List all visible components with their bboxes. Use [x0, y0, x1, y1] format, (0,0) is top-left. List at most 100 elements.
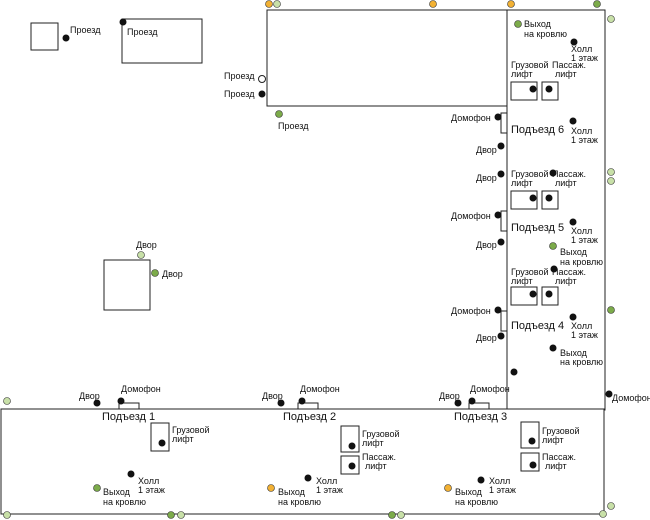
- freight-lift-label: Грузовой: [511, 169, 549, 179]
- intercom-marker[interactable]: [298, 397, 306, 405]
- hall-marker[interactable]: [127, 470, 135, 478]
- edge-marker-green[interactable]: [177, 511, 185, 519]
- edge-marker-green[interactable]: [167, 511, 175, 519]
- roof-exit-label: Выход: [103, 487, 131, 497]
- edge-marker-green[interactable]: [607, 306, 615, 314]
- passenger-lift-label: лифт: [555, 69, 577, 79]
- hall-label: Холл: [571, 226, 592, 236]
- door-notch: [500, 112, 508, 134]
- freight-lift-marker[interactable]: [528, 437, 536, 445]
- intercom-marker[interactable]: [468, 397, 476, 405]
- yard-marker[interactable]: [497, 142, 505, 150]
- intercom-marker[interactable]: [494, 306, 502, 314]
- passenger-lift-marker[interactable]: [348, 462, 356, 470]
- yard-marker[interactable]: [137, 251, 145, 259]
- freight-lift-box: [150, 422, 170, 452]
- edge-marker-green[interactable]: [388, 511, 396, 519]
- hall-marker[interactable]: [569, 117, 577, 125]
- passage-marker[interactable]: [62, 34, 70, 42]
- edge-marker-green[interactable]: [273, 0, 281, 8]
- passenger-lift-label: лифт: [555, 276, 577, 286]
- roof-exit-marker[interactable]: [549, 344, 557, 352]
- roof-exit-marker[interactable]: [267, 484, 275, 492]
- passenger-lift-marker[interactable]: [545, 290, 553, 298]
- passage-label: Проезд: [224, 89, 255, 99]
- edge-marker-green[interactable]: [599, 510, 607, 518]
- edge-marker-green[interactable]: [397, 511, 405, 519]
- door-notch: [500, 210, 508, 232]
- edge-marker-yellow[interactable]: [265, 0, 273, 8]
- yard-marker[interactable]: [454, 399, 462, 407]
- edge-marker-green[interactable]: [3, 511, 11, 519]
- hall-label: Холл: [571, 321, 592, 331]
- freight-lift-marker[interactable]: [158, 439, 166, 447]
- freight-lift-marker[interactable]: [529, 194, 537, 202]
- roof-exit-label: Выход: [560, 348, 588, 358]
- roof-exit-marker[interactable]: [444, 484, 452, 492]
- hall-label: Холл: [316, 476, 337, 486]
- hall-marker[interactable]: [550, 265, 558, 273]
- passage-marker[interactable]: [258, 90, 266, 98]
- yard-marker[interactable]: [151, 269, 159, 277]
- hall-label: Холл: [571, 44, 592, 54]
- freight-lift-marker[interactable]: [529, 290, 537, 298]
- passage-marker[interactable]: [119, 18, 127, 26]
- freight-lift-label: Грузовой: [362, 429, 400, 439]
- roof-exit-marker[interactable]: [93, 484, 101, 492]
- passage-box-small: [30, 22, 59, 51]
- hall-marker[interactable]: [477, 476, 485, 484]
- roof-exit-label: Выход: [524, 19, 552, 29]
- intercom-marker[interactable]: [494, 113, 502, 121]
- extra-marker[interactable]: [510, 368, 518, 376]
- markers-layer: [3, 0, 615, 519]
- hall-marker[interactable]: [569, 218, 577, 226]
- intercom-marker[interactable]: [494, 211, 502, 219]
- edge-marker-green[interactable]: [593, 0, 601, 8]
- intercom-label: Домофон: [612, 393, 650, 403]
- yard-marker[interactable]: [497, 332, 505, 340]
- freight-lift-label: Грузовой: [542, 426, 580, 436]
- edge-marker-yellow[interactable]: [507, 0, 515, 8]
- passenger-lift-marker[interactable]: [545, 194, 553, 202]
- intercom-label: Домофон: [300, 384, 340, 394]
- yard-marker[interactable]: [277, 399, 285, 407]
- roof-exit-label: на кровлю: [455, 497, 498, 507]
- freight-lift-marker[interactable]: [529, 85, 537, 93]
- yard-label: Двор: [476, 333, 497, 343]
- edge-marker-green[interactable]: [607, 168, 615, 176]
- yard-marker[interactable]: [497, 238, 505, 246]
- outer-intercom-marker[interactable]: [605, 390, 613, 398]
- roof-exit-marker[interactable]: [549, 242, 557, 250]
- edge-marker-green[interactable]: [607, 502, 615, 510]
- passenger-lift-marker[interactable]: [545, 85, 553, 93]
- passage-marker-open[interactable]: [258, 75, 266, 83]
- freight-lift-marker[interactable]: [348, 442, 356, 450]
- hall-marker[interactable]: [570, 38, 578, 46]
- edge-marker-green[interactable]: [607, 15, 615, 23]
- edge-marker-yellow[interactable]: [429, 0, 437, 8]
- intercom-label: Домофон: [451, 306, 491, 316]
- roof-exit-marker[interactable]: [514, 20, 522, 28]
- edge-marker-green[interactable]: [3, 397, 11, 405]
- door-notch: [500, 310, 508, 332]
- yard-marker[interactable]: [93, 399, 101, 407]
- hall-label: 1 этаж: [316, 485, 343, 495]
- yard-label: Двор: [439, 391, 460, 401]
- edge-marker-green[interactable]: [607, 177, 615, 185]
- hall-marker[interactable]: [569, 313, 577, 321]
- hall-marker[interactable]: [549, 169, 557, 177]
- yard-marker[interactable]: [497, 170, 505, 178]
- entrance-title: Подъезд 6: [511, 124, 564, 136]
- passenger-lift-marker[interactable]: [529, 461, 537, 469]
- yard-label: Двор: [162, 269, 183, 279]
- door-notch: [297, 402, 319, 410]
- intercom-marker[interactable]: [117, 397, 125, 405]
- hall-marker[interactable]: [304, 474, 312, 482]
- roof-exit-label: на кровлю: [278, 497, 321, 507]
- freight-lift-label: Грузовой: [511, 267, 549, 277]
- yard-label: Двор: [136, 240, 157, 250]
- yard-label: Двор: [79, 391, 100, 401]
- freight-lift-box: [510, 81, 538, 101]
- passage-marker-green[interactable]: [275, 110, 283, 118]
